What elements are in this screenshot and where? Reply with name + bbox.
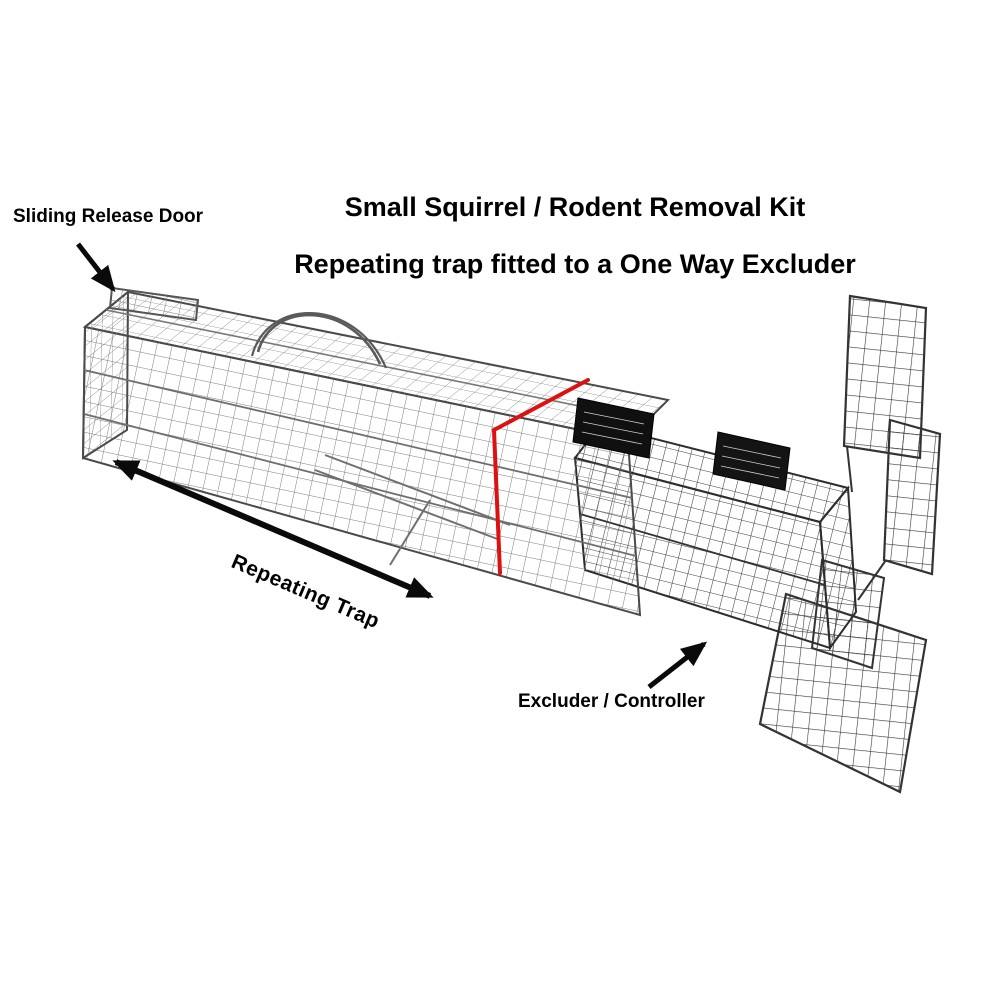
wing-connector-wire [846, 445, 853, 493]
label-sliding-release-door: Sliding Release Door [13, 206, 204, 227]
diagram-subtitle: Repeating trap fitted to a One Way Exclu… [294, 249, 856, 279]
arrow-excluder-controller [647, 641, 708, 689]
label-excluder-controller: Excluder / Controller [518, 691, 705, 712]
excluder-end-face [818, 485, 858, 651]
instruction-tag [712, 431, 791, 491]
instruction-tags [572, 397, 791, 491]
carry-handle-wire [250, 312, 388, 369]
arrow-sliding-release-door [76, 242, 116, 293]
excluder-wing-bottom [758, 592, 928, 794]
tag-text-lines [720, 445, 782, 479]
annotation-arrows [76, 242, 708, 689]
trap-front-rail-wire [83, 369, 633, 499]
sliding-release-door [108, 286, 200, 322]
repeating-trap-body [81, 286, 671, 617]
trap-excluder-divider-line [491, 378, 590, 575]
carry-handle [256, 313, 382, 365]
trap-top-rail-wire [105, 309, 649, 421]
diagram-title: Small Squirrel / Rodent Removal Kit [344, 192, 806, 222]
tag-text-lines [581, 411, 645, 445]
excluder-wing-right [882, 418, 942, 576]
wing-connector-wire [857, 559, 887, 601]
arrow-repeating-trap [112, 459, 434, 599]
